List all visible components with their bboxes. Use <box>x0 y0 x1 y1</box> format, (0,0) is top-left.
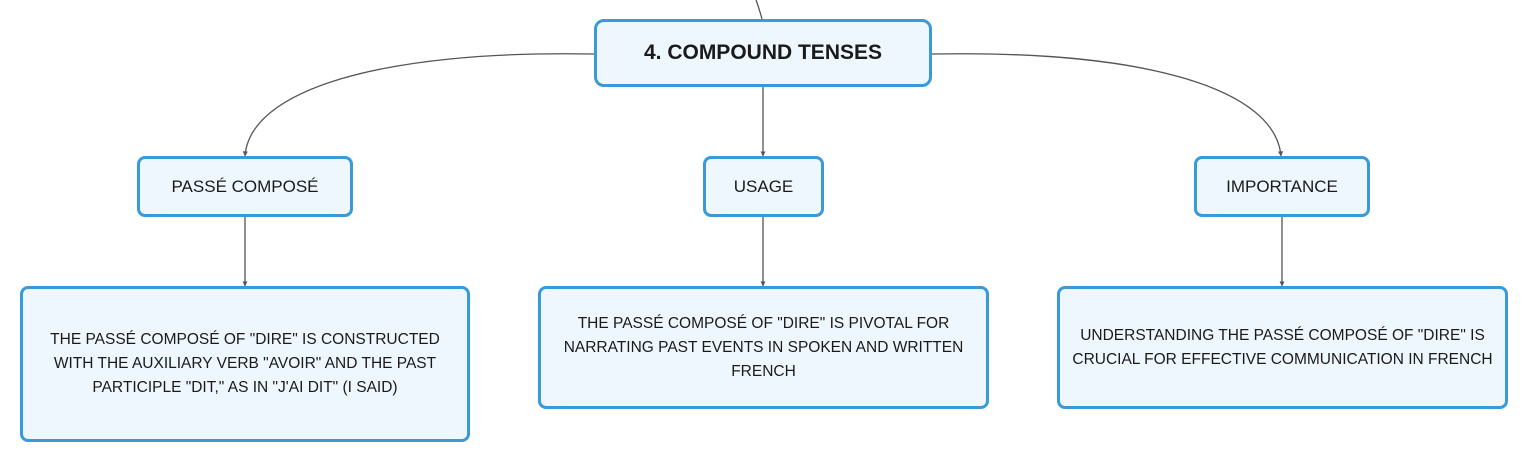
node-importance-detail[interactable]: UNDERSTANDING THE PASSÉ COMPOSÉ OF "DIRE… <box>1057 286 1508 409</box>
node-importance[interactable]: IMPORTANCE <box>1194 156 1370 217</box>
connector-root-importance <box>931 53 1284 157</box>
node-passe-compose-label: PASSÉ COMPOSÉ <box>171 176 319 196</box>
node-usage[interactable]: USAGE <box>703 156 824 217</box>
incoming-connector <box>755 0 763 20</box>
node-usage-detail-text: THE PASSÉ COMPOSÉ OF "DIRE" IS PIVOTAL F… <box>563 314 964 380</box>
root-label: 4. COMPOUND TENSES <box>643 41 883 64</box>
connector-root-passe-compose <box>242 53 595 157</box>
node-passe-compose-detail[interactable]: THE PASSÉ COMPOSÉ OF "DIRE" IS CONSTRUCT… <box>20 286 470 442</box>
node-importance-label: IMPORTANCE <box>1226 176 1338 196</box>
root-node[interactable]: 4. COMPOUND TENSES <box>594 19 932 87</box>
node-importance-detail-text: UNDERSTANDING THE PASSÉ COMPOSÉ OF "DIRE… <box>1072 326 1493 368</box>
node-passe-compose-detail-text: THE PASSÉ COMPOSÉ OF "DIRE" IS CONSTRUCT… <box>50 331 440 396</box>
node-passe-compose[interactable]: PASSÉ COMPOSÉ <box>137 156 353 217</box>
node-usage-label: USAGE <box>733 176 794 196</box>
node-usage-detail[interactable]: THE PASSÉ COMPOSÉ OF "DIRE" IS PIVOTAL F… <box>538 286 989 409</box>
